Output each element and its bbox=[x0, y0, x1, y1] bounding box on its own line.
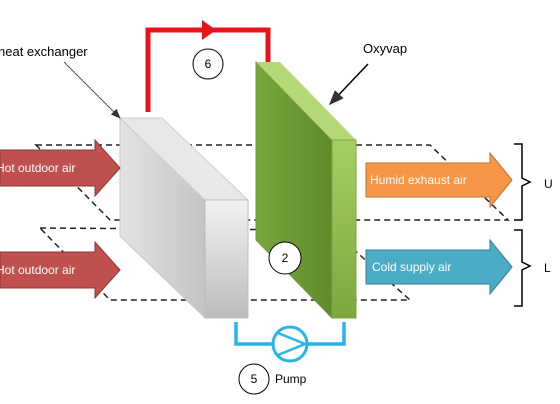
heat-exchanger-block bbox=[118, 116, 250, 320]
lower-brace bbox=[514, 229, 532, 307]
oxyvap-block bbox=[255, 60, 357, 320]
oxyvap-pointer bbox=[328, 63, 369, 106]
badge-6-text: 6 bbox=[205, 57, 212, 71]
lower-brace-label: L bbox=[544, 261, 551, 275]
hot-outdoor-air-arrow-bottom: Hot outdoor air bbox=[0, 240, 121, 300]
heat-exchanger-pointer bbox=[63, 61, 121, 119]
humid-exhaust-air-arrow: Humid exhaust air bbox=[365, 151, 513, 209]
cold-supply-air-arrow: Cold supply air bbox=[365, 238, 513, 296]
hot-outdoor-air-label-bottom: Hot outdoor air bbox=[0, 263, 75, 277]
upper-brace bbox=[514, 143, 532, 221]
upper-brace-label: U bbox=[544, 177, 553, 191]
hot-outdoor-air-label-top: Hot outdoor air bbox=[0, 161, 75, 175]
red-pipe-arrowhead bbox=[202, 20, 216, 40]
hot-outdoor-air-arrow-top: Hot outdoor air bbox=[0, 138, 121, 198]
badge-6: 6 bbox=[192, 48, 224, 80]
badge-5-text: 5 bbox=[251, 372, 258, 386]
pump-label: Pump bbox=[275, 372, 307, 386]
oxyvap-label: Oxyvap bbox=[363, 41, 407, 56]
badge-2-text: 2 bbox=[282, 251, 289, 265]
heat-exchanger-label: heat exchanger bbox=[0, 44, 88, 59]
badge-2: 2 bbox=[268, 241, 302, 275]
pump-icon bbox=[271, 325, 309, 363]
cold-supply-air-label: Cold supply air bbox=[372, 260, 451, 274]
badge-5: 5 bbox=[238, 363, 270, 395]
humid-exhaust-air-label: Humid exhaust air bbox=[370, 173, 467, 187]
